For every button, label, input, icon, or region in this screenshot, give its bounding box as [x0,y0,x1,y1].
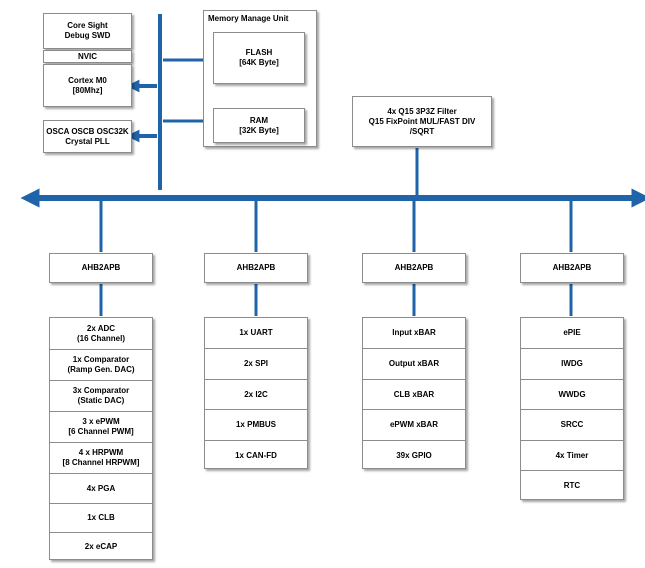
bridge-4: AHB2APB [520,253,624,283]
peripheral-rtc: RTC [521,470,623,501]
peripheral-pmbus: 1x PMBUS [205,409,307,440]
peripheral-column-1: 2x ADC (16 Channel) 1x Comparator (Ramp … [49,317,153,560]
peripheral-pga: 4x PGA [50,473,152,503]
bridge-1: AHB2APB [49,253,153,283]
peripheral-column-3: Input xBAR Output xBAR CLB xBAR ePWM xBA… [362,317,466,469]
peripheral-gpio: 39x GPIO [363,440,465,470]
peripheral-column-2: 1x UART 2x SPI 2x I2C 1x PMBUS 1x CAN-FD [204,317,308,469]
peripheral-wwdg: WWDG [521,379,623,409]
cortex-box: Cortex M0 [80Mhz] [43,64,132,107]
peripheral-comparator-static: 3x Comparator (Static DAC) [50,380,152,411]
coresight-box: Core Sight Debug SWD [43,13,132,49]
nvic-box: NVIC [43,50,132,63]
peripheral-epie: ePIE [563,328,581,337]
peripheral-timer: 4x Timer [521,440,623,470]
peripheral-adc: 2x ADC (16 Channel) [76,323,125,343]
peripheral-can-fd: 1x CAN-FD [205,440,307,470]
peripheral-column-4: ePIE IWDG WWDG SRCC 4x Timer RTC [520,317,624,500]
peripheral-spi: 2x SPI [205,348,307,379]
ram-box: RAM [32K Byte] [213,108,305,143]
bridge-2: AHB2APB [204,253,308,283]
peripheral-ecap: 2x eCAP [50,532,152,561]
peripheral-iwdg: IWDG [521,348,623,379]
peripheral-srcc: SRCC [521,409,623,440]
filter-box: 4x Q15 3P3Z Filter Q15 FixPoint MUL/FAST… [352,96,492,147]
peripheral-input-xbar: Input xBAR [392,328,436,337]
peripheral-clb-xbar: CLB xBAR [363,379,465,409]
peripheral-hrpwm: 4 x HRPWM [8 Channel HRPWM] [50,442,152,473]
mmu-title: Memory Manage Unit [208,14,289,23]
flash-box: FLASH [64K Byte] [213,32,305,84]
peripheral-uart: 1x UART [239,328,273,337]
peripheral-output-xbar: Output xBAR [363,348,465,379]
bridge-3: AHB2APB [362,253,466,283]
peripheral-i2c: 2x I2C [205,379,307,409]
peripheral-comparator-ramp: 1x Comparator (Ramp Gen. DAC) [50,349,152,380]
peripheral-epwm: 3 x ePWM [6 Channel PWM] [50,411,152,442]
peripheral-epwm-xbar: ePWM xBAR [363,409,465,440]
peripheral-clb: 1x CLB [50,503,152,532]
osc-box: OSCA OSCB OSC32K Crystal PLL [43,120,132,153]
